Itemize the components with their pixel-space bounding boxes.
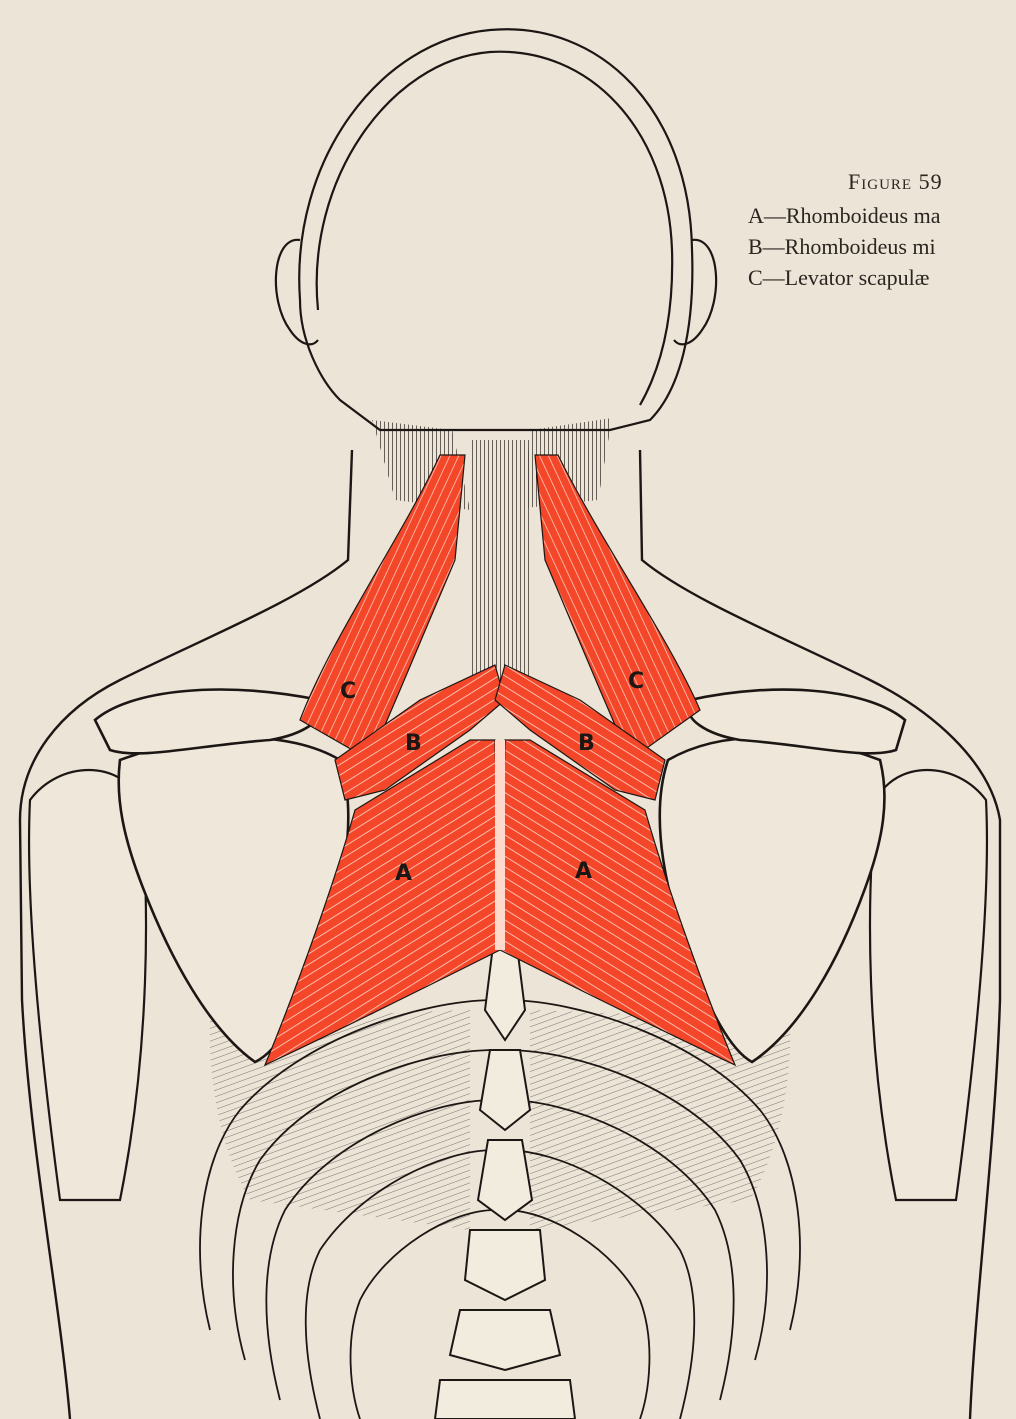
label-b-right: B [578, 731, 595, 756]
label-a-left: A [395, 861, 412, 886]
label-a-right: A [575, 859, 592, 884]
head-outline [276, 29, 716, 430]
legend-item-b: B—Rhomboideus mi [748, 231, 1016, 262]
legend-item-a: A—Rhomboideus ma [748, 200, 1016, 231]
label-c-left: C [340, 679, 356, 704]
label-b-left: B [405, 731, 422, 756]
label-c-right: C [628, 669, 644, 694]
figure-title: Figure 59 [748, 166, 1016, 197]
figure-caption: Figure 59 A—Rhomboideus ma B—Rhomboideus… [748, 166, 1016, 293]
legend-item-c: C—Levator scapulæ [748, 262, 1016, 293]
